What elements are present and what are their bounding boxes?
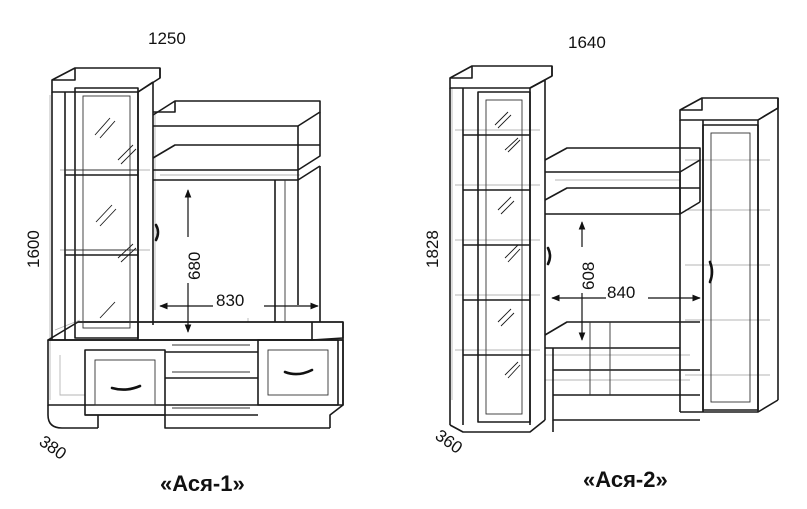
asya-2-right-cabinet <box>679 97 779 413</box>
asya-1-model-name: «Ася-1» <box>160 471 245 496</box>
asya-2-height-label: 1828 <box>423 230 442 268</box>
asya-2-width-label: 1640 <box>568 33 606 52</box>
asya-1-niche-width-label: 830 <box>216 291 244 310</box>
asya-1-depth-label: 380 <box>36 432 70 464</box>
asya-1-niche-height-label: 680 <box>185 252 204 280</box>
asya-2-model-name: «Ася-2» <box>583 467 668 492</box>
asya-1-top-shelf <box>152 100 321 322</box>
asya-1-bottom-cabinet <box>47 321 344 429</box>
wall-unit-asya-1: 1250 1600 380 680 830 «Ася-1» <box>24 29 344 496</box>
asya-2-hidden-lines <box>451 85 770 400</box>
asya-1-glass-cabinet <box>51 67 161 340</box>
asya-2-left-glass-cabinet <box>449 65 553 433</box>
asya-2-niche-width-label: 840 <box>607 283 635 302</box>
asya-2-niche-height-label: 608 <box>579 262 598 290</box>
asya-1-left-drawer <box>84 349 166 416</box>
asya-1-right-drawer <box>257 339 339 406</box>
asya-1-height-label: 1600 <box>24 230 43 268</box>
wall-unit-asya-2: 1640 1828 360 608 840 «Ася-2» <box>423 33 779 492</box>
asya-1-width-label: 1250 <box>148 29 186 48</box>
asya-1-middle-shelves <box>165 344 258 416</box>
asya-2-middle-section <box>544 147 701 432</box>
